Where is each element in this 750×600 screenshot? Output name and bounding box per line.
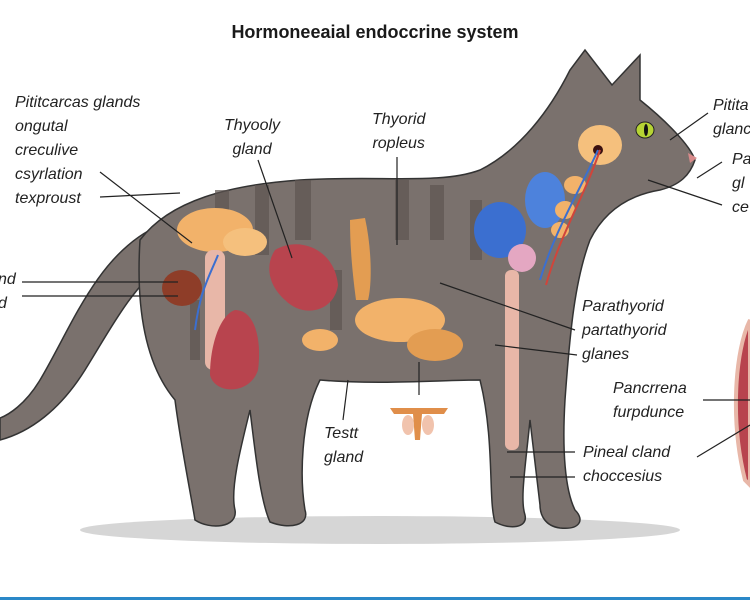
label-left-block: Pititcarcas glands ongutal creculive csy… xyxy=(15,91,140,211)
label-line: d xyxy=(0,292,16,316)
label-pancreas: Pancrrena furpdunce xyxy=(613,377,687,425)
label-pineal: Pineal cland choccesius xyxy=(583,441,670,489)
testt-gland-shape xyxy=(390,408,448,440)
label-line: nd xyxy=(0,271,16,288)
cut-off-organ xyxy=(733,319,750,488)
cat-body xyxy=(138,48,696,529)
label-line: Parathyorid xyxy=(582,298,664,315)
label-thyorid-ropleus: Thyorid ropleus xyxy=(372,108,425,156)
label-line: Pa xyxy=(732,151,750,168)
label-line: gland xyxy=(324,449,364,466)
label-line: gland xyxy=(232,141,272,158)
label-line: glanes xyxy=(582,346,630,363)
label-line: Pititcarcas glands xyxy=(15,94,141,111)
label-line: Pitita xyxy=(713,97,749,114)
label-line: Testt xyxy=(324,425,359,442)
label-line: Thyooly xyxy=(224,117,281,134)
label-line: furpdunce xyxy=(613,404,685,421)
ground-shadow xyxy=(80,516,680,544)
label-left-cut: nd d xyxy=(0,268,16,316)
label-line: partathyorid xyxy=(582,322,667,339)
fur-stripes xyxy=(190,180,482,360)
label-parathyroid: Parathyorid partathyorid glanes xyxy=(582,295,667,367)
glands xyxy=(162,125,622,450)
label-line: glanc xyxy=(713,121,750,138)
label-right-top-1: Pitita glanc xyxy=(713,94,750,142)
cat-nose xyxy=(688,153,697,163)
leader-lines xyxy=(22,112,750,478)
label-line: gl xyxy=(732,175,745,192)
label-right-top-2: Pa gl ce xyxy=(732,148,750,220)
label-line: Pineal cland xyxy=(583,444,671,461)
label-line: choccesius xyxy=(583,468,663,485)
label-line: ongutal xyxy=(15,118,68,135)
label-line: Thyorid xyxy=(372,111,426,128)
label-line: ropleus xyxy=(372,135,425,152)
label-line: creculive xyxy=(15,142,79,159)
label-line: ce xyxy=(732,199,749,216)
label-line: Pancrrena xyxy=(613,380,687,397)
bottom-border xyxy=(0,597,750,600)
label-line: csyrlation xyxy=(15,166,83,183)
label-testt-gland: Testt gland xyxy=(324,422,363,470)
label-thyooly-gland: Thyooly gland xyxy=(224,114,280,162)
label-line: texproust xyxy=(15,190,81,207)
diagram-title: Hormoneeaial endoccrine system xyxy=(231,22,519,42)
